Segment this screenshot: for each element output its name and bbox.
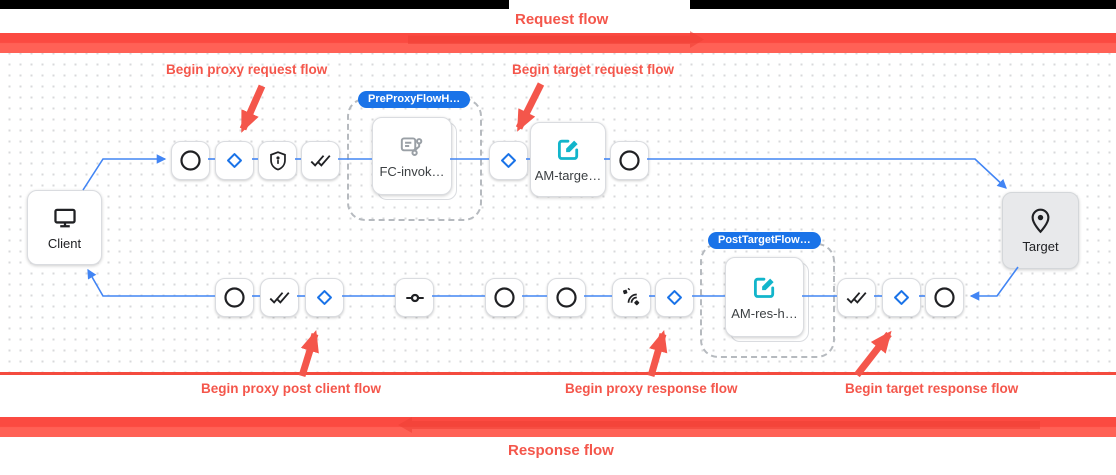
- response-step-circle-2[interactable]: [485, 278, 524, 317]
- annotation-begin-target-response: Begin target response flow: [845, 381, 1019, 396]
- flow-callout-icon: [400, 137, 423, 156]
- response-step-circle-3[interactable]: [547, 278, 586, 317]
- diamond-icon: [667, 290, 682, 305]
- request-step-circle-2[interactable]: [610, 141, 649, 180]
- response-flow-banner-bar: [0, 417, 1116, 437]
- response-step-flow-begin-target-response[interactable]: [882, 278, 921, 317]
- location-pin-icon: [1031, 208, 1050, 234]
- response-step-double-check-2[interactable]: [837, 278, 876, 317]
- circle-icon: [619, 150, 640, 171]
- edit-square-icon: [557, 139, 578, 160]
- client-endpoint-node[interactable]: Client: [27, 190, 102, 265]
- shield-keyhole-icon: [269, 150, 286, 170]
- diamond-icon: [227, 153, 242, 168]
- pre-proxy-flow-hook-badge[interactable]: PreProxyFlowH…: [358, 91, 471, 108]
- request-step-flow-begin-proxy[interactable]: [215, 141, 254, 180]
- diamond-icon: [894, 290, 909, 305]
- response-step-commit[interactable]: [395, 278, 434, 317]
- annotation-begin-target-request: Begin target request flow: [512, 62, 675, 77]
- assign-message-target-policy-label: AM-targe…: [534, 168, 602, 183]
- annotation-begin-proxy-response: Begin proxy response flow: [565, 381, 738, 396]
- response-step-flow-begin-post-client[interactable]: [305, 278, 344, 317]
- request-flow-banner-label: Request flow: [515, 11, 609, 28]
- circle-icon: [224, 287, 245, 308]
- circle-icon: [556, 287, 577, 308]
- response-divider-line: [0, 372, 1116, 375]
- response-step-double-check[interactable]: [260, 278, 299, 317]
- response-flow-banner-label: Response flow: [508, 442, 614, 459]
- circle-icon: [180, 150, 201, 171]
- request-flow-label-background: [509, 0, 690, 9]
- monitor-icon: [53, 208, 76, 227]
- annotation-begin-proxy-post-client: Begin proxy post client flow: [201, 381, 382, 396]
- flow-callout-policy-label: FC-invok…: [379, 164, 445, 179]
- circle-icon: [934, 287, 955, 308]
- assign-message-response-policy-label: AM-res-h…: [731, 305, 798, 321]
- request-step-circle[interactable]: [171, 141, 210, 180]
- response-step-sensors[interactable]: [612, 278, 651, 317]
- target-endpoint-node[interactable]: Target: [1002, 192, 1079, 269]
- post-target-flow-hook-badge[interactable]: PostTargetFlow…: [708, 232, 821, 249]
- assign-message-response-policy-node[interactable]: AM-res-h…: [725, 257, 804, 337]
- sensors-icon: [622, 287, 640, 306]
- edit-square-icon: [753, 277, 775, 298]
- flow-canvas[interactable]: [0, 53, 1116, 372]
- circle-icon: [494, 287, 515, 308]
- client-endpoint-label: Client: [47, 235, 82, 251]
- flow-callout-policy-node[interactable]: FC-invok…: [372, 117, 452, 195]
- response-step-flow-begin-proxy-response[interactable]: [655, 278, 694, 317]
- annotation-begin-proxy-request: Begin proxy request flow: [166, 62, 328, 77]
- request-flow-banner-bar: [0, 33, 1116, 53]
- request-step-double-check[interactable]: [301, 141, 340, 180]
- diamond-icon: [317, 290, 332, 305]
- double-check-icon: [846, 291, 866, 304]
- commit-icon: [405, 293, 424, 302]
- target-endpoint-label: Target: [1022, 239, 1059, 254]
- request-step-flow-begin-target[interactable]: [489, 141, 528, 180]
- request-step-security[interactable]: [258, 141, 297, 180]
- double-check-icon: [269, 291, 289, 304]
- assign-message-target-policy-node[interactable]: AM-targe…: [530, 122, 606, 197]
- response-step-circle[interactable]: [215, 278, 254, 317]
- diamond-icon: [501, 153, 516, 168]
- response-step-circle-4[interactable]: [925, 278, 964, 317]
- double-check-icon: [310, 154, 330, 167]
